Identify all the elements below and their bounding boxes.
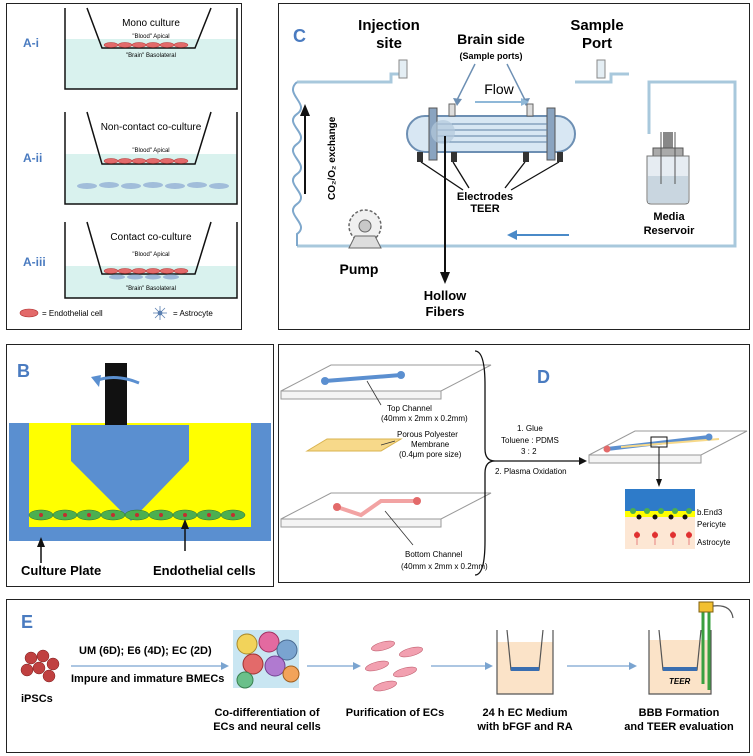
porous-label-1: Porous Polyester [397, 430, 458, 439]
label-a-i: A-i [23, 36, 39, 50]
panel-d: D Top Channel (40mm x 2mm x 0.2mm) Porou… [278, 344, 750, 583]
basolateral-label-3: "Brain" Basolateral [126, 286, 176, 292]
panel-a: A-i Mono culture "Blood" Apical "Brain" … [6, 3, 242, 330]
title-contact: Contact co-culture [110, 232, 192, 243]
bottom-channel [336, 499, 417, 518]
panel-b-figure: B Culture Plate Endothelial cells [9, 361, 271, 578]
port-label: Port [582, 35, 612, 52]
bend3-label: b.End3 [697, 508, 723, 517]
apical-label-2: "Blood" Apical [132, 148, 169, 154]
porous-membrane [305, 438, 403, 452]
title-non-contact: Non-contact co-culture [101, 122, 202, 133]
protocol-label: UM (6D); E6 (4D); EC (2D) [79, 645, 212, 657]
panel-b: B Culture Plate Endothelial cells [6, 344, 274, 587]
panel-c: C CO₂/O₂ exchange Injection site Brain s… [278, 3, 750, 330]
letter-d: D [537, 367, 550, 387]
letter-b: B [17, 361, 30, 381]
label-a-ii: A-ii [23, 151, 42, 165]
well-mono-culture [64, 7, 238, 90]
hollow-fiber-cartridge [406, 103, 576, 162]
basolateral-label-1: "Brain" Basolateral [126, 53, 176, 59]
endothelial-cell-icon [19, 308, 39, 318]
pump-label: Pump [340, 261, 379, 277]
top-channel-dims: (40mm x 2mm x 0.2mm) [381, 414, 468, 423]
ipsc-cluster-icon [20, 649, 60, 683]
astrocyte-label: Astrocyte [697, 538, 731, 547]
teer-measurement-icon [648, 601, 734, 695]
flow-label: Flow [484, 81, 514, 97]
letter-c: C [293, 26, 306, 46]
porous-label-2: Membrane [411, 440, 450, 449]
top-channel-label: Top Channel [387, 404, 432, 413]
impure-label: Impure and immature BMECs [71, 673, 224, 685]
ipscs-label: iPSCs [21, 693, 53, 705]
legend-astrocyte: = Astrocyte [173, 309, 213, 318]
transwell-medium-icon [496, 629, 554, 695]
reservoir-label: Reservoir [644, 225, 695, 237]
panel-c-figure: C CO₂/O₂ exchange Injection site Brain s… [291, 17, 737, 319]
teer-label-e: TEER [669, 677, 691, 686]
step-toluene: Toluene : PDMS [501, 436, 559, 445]
co2-arrow-head [300, 104, 310, 116]
panel-e-figure: E iPSCs UM (6D); E6 (4D); EC (2D) Impure… [20, 601, 734, 733]
assembly-brace [474, 350, 496, 576]
well-non-contact [64, 111, 238, 205]
hollow-label: Hollow [424, 288, 467, 303]
porous-label-3: (0.4μm pore size) [399, 450, 462, 459]
apical-label-1: "Blood" Apical [132, 34, 169, 40]
step-ratio: 3 : 2 [521, 447, 537, 456]
site-label: site [376, 35, 402, 52]
bottom-channel-dims: (40mm x 2mm x 0.2mm) [401, 562, 488, 571]
codiff-label-2: ECs and neural cells [213, 721, 321, 733]
panel-a-figure: A-i Mono culture "Blood" Apical "Brain" … [19, 7, 238, 320]
purified-ec-icon [365, 640, 423, 692]
electrodes-label: Electrodes [457, 191, 513, 203]
sample-ports-label: (Sample ports) [459, 51, 522, 61]
media-label: Media [653, 211, 685, 223]
step-plasma: 2. Plasma Oxidation [495, 467, 567, 476]
title-mono-culture: Mono culture [122, 18, 180, 29]
gas-exchange-coil [291, 81, 303, 246]
injection-label: Injection [358, 17, 420, 34]
fibers-label: Fibers [425, 304, 464, 319]
teer-label-c: TEER [470, 203, 499, 215]
sample-label: Sample [570, 17, 623, 34]
pericyte-label: Pericyte [697, 520, 726, 529]
culture-plate-label: Culture Plate [21, 563, 101, 578]
pump-icon [348, 209, 382, 249]
co2-exchange-label: CO₂/O₂ exchange [327, 116, 338, 200]
astrocyte-icon [153, 306, 167, 320]
sample-port [596, 59, 606, 79]
codifferentiation-cluster-icon [233, 630, 300, 689]
panel-e: E iPSCs UM (6D); E6 (4D); EC (2D) Impure… [6, 599, 750, 753]
bottom-layer [280, 492, 492, 520]
letter-e: E [21, 612, 33, 632]
well-contact [64, 221, 238, 299]
media-reservoir-icon [646, 132, 690, 205]
bottom-channel-label: Bottom Channel [405, 550, 463, 559]
bbb-label-1: BBB Formation [639, 707, 720, 719]
legend-endothelial: = Endothelial cell [42, 309, 103, 318]
codiff-label-1: Co-differentiation of [214, 707, 319, 719]
label-a-iii: A-iii [23, 255, 46, 269]
medium-label-2: with bFGF and RA [476, 721, 572, 733]
bbb-label-2: and TEER evaluation [624, 721, 734, 733]
brain-side-label: Brain side [457, 31, 525, 47]
electrode-pointers [420, 161, 560, 191]
medium-label-1: 24 h EC Medium [483, 707, 568, 719]
purification-label: Purification of ECs [346, 707, 444, 719]
tubing [297, 72, 737, 248]
step-glue: 1. Glue [517, 424, 543, 433]
apical-label-3: "Blood" Apical [132, 252, 169, 258]
endothelial-cells-label: Endothelial cells [153, 563, 256, 578]
panel-d-figure: D Top Channel (40mm x 2mm x 0.2mm) Porou… [280, 350, 748, 576]
injection-port [398, 59, 408, 79]
top-channel [324, 373, 402, 383]
culture-plate-icon [9, 363, 271, 541]
layer-cross-section [625, 489, 695, 549]
